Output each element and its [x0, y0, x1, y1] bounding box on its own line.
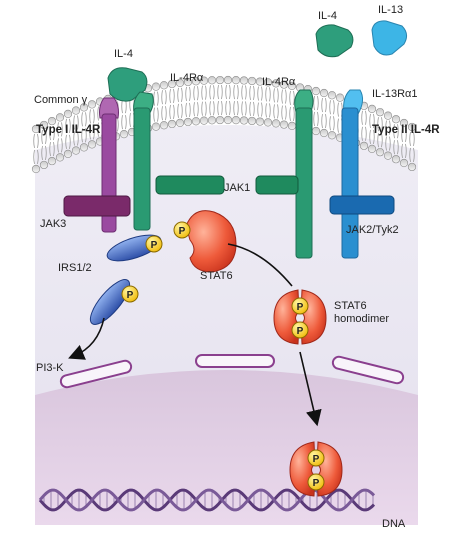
label-il4ra-type2: IL-4Rα [262, 76, 296, 88]
svg-text:P: P [297, 302, 304, 313]
label-pi3k: PI3-K [36, 362, 64, 374]
il4-ligand-type2 [315, 24, 354, 58]
label-il4ra-type1: IL-4Rα [170, 72, 204, 84]
label-common-gamma: Common γ [34, 94, 88, 106]
il4ra-chain-type2 [294, 89, 314, 259]
phosphate-receptor: P [173, 221, 191, 239]
svg-text:P: P [313, 478, 320, 489]
svg-text:P: P [127, 290, 134, 301]
label-jak2-tyk2: JAK2/Tyk2 [346, 224, 399, 236]
phosphate-nucdimer-bottom: P [307, 473, 325, 491]
phosphate-dimer-bottom: P [291, 321, 309, 339]
svg-text:P: P [313, 454, 320, 465]
label-stat6-homodimer: STAT6 homodimer [334, 300, 390, 325]
nuclear-translocation-arrow [299, 351, 322, 427]
irs-to-pi3k-arrow [68, 317, 105, 360]
svg-text:P: P [179, 226, 186, 237]
svg-text:P: P [151, 240, 158, 251]
phosphate-irs: P [145, 235, 163, 253]
label-il4-type2: IL-4 [318, 10, 337, 22]
il13ra1-chain [341, 89, 364, 259]
irs-molecule-2 [89, 279, 131, 325]
label-type1-receptor: Type I IL-4R [36, 124, 101, 136]
phosphate-groups: P P P P P P P [121, 221, 325, 491]
stat6-dimerization-path [227, 243, 293, 287]
stat6-monomer [185, 210, 237, 273]
label-irs: IRS1/2 [58, 262, 92, 274]
jak3-kinase [63, 195, 131, 217]
label-jak1: JAK1 [224, 182, 251, 194]
jak1-kinase-right [255, 175, 299, 195]
label-stat6: STAT6 [200, 270, 233, 282]
label-il13: IL-13 [378, 4, 404, 16]
jak1-kinase-left [155, 175, 225, 195]
il13-ligand [371, 20, 408, 56]
jak2-tyk2-kinase [329, 195, 395, 215]
dna-helix [38, 488, 376, 512]
il4ra-chain-type1 [133, 91, 154, 231]
phosphate-irs2: P [121, 285, 139, 303]
label-type2-receptor: Type II IL-4R [372, 124, 440, 136]
nuclear-envelope [59, 354, 405, 389]
label-dna: DNA [382, 518, 406, 530]
svg-text:P: P [297, 326, 304, 337]
label-il13ra1: IL-13Rα1 [372, 88, 418, 100]
phosphate-dimer-top: P [291, 297, 309, 315]
phosphate-nucdimer-top: P [307, 449, 325, 467]
il4-ligand-type1 [107, 67, 148, 102]
label-il4-type1: IL-4 [114, 48, 133, 60]
label-jak3: JAK3 [40, 218, 67, 230]
